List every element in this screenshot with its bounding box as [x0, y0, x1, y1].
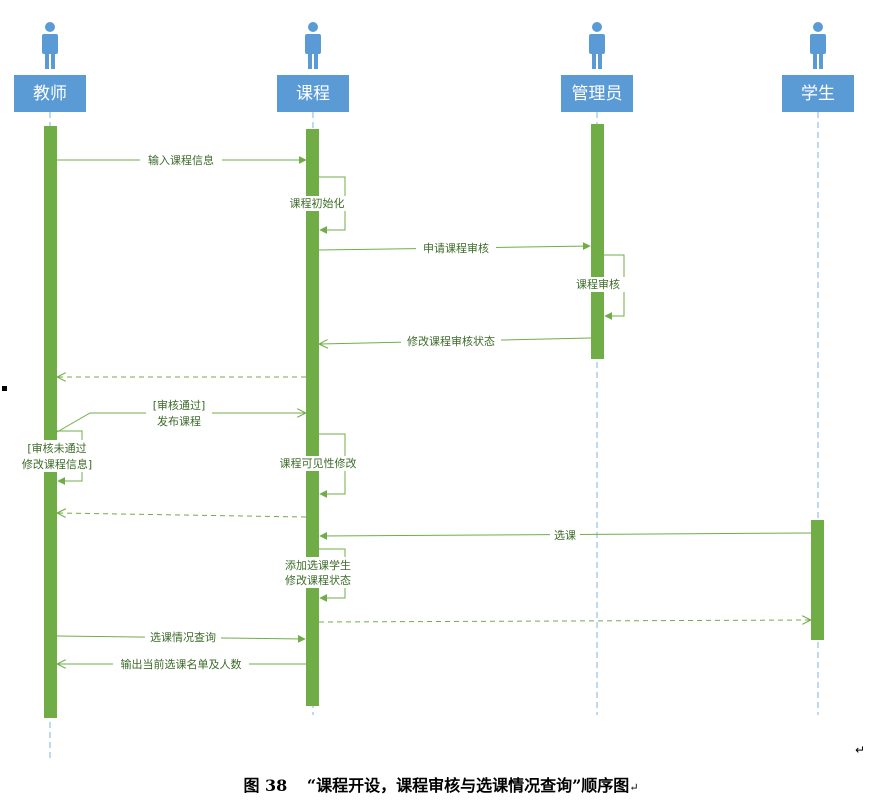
message-label: 课程初始化: [290, 196, 345, 210]
return-arrow: [318, 620, 810, 622]
figure-title: “课程开设，课程审核与选课情况查询”顺序图: [306, 776, 630, 795]
label-bg: [113, 657, 249, 672]
actor-label-course: 课程: [296, 84, 330, 104]
figure-caption: 图 38 “课程开设，课程审核与选课情况查询”顺序图↵: [0, 772, 882, 796]
label-bg: [283, 196, 351, 211]
bullet-marker: [2, 386, 7, 391]
person-icon: [589, 22, 605, 69]
message-label: 修改课程审核状态: [407, 334, 495, 348]
message-label: 课程可见性修改: [280, 456, 357, 470]
label-bg: [146, 398, 212, 428]
message-label: 输入课程信息: [148, 153, 214, 167]
actor-box-student: [782, 75, 854, 112]
paragraph-mark: ↵: [855, 743, 866, 757]
actor-box-admin: [561, 75, 633, 112]
person-icon: [305, 22, 321, 69]
message-arrow: [56, 413, 305, 433]
actor-label-admin: 管理员: [572, 84, 623, 104]
label-bg: [571, 277, 625, 292]
message-label: [审核未通过: [27, 441, 86, 455]
activation-bar-teacher: [44, 126, 57, 718]
message-label: 发布课程: [157, 414, 201, 428]
message-label: 申请课程审核: [423, 241, 489, 255]
message-label: 修改课程状态: [285, 573, 351, 587]
label-bg: [401, 333, 501, 348]
message-label: [审核通过]: [153, 398, 206, 412]
message-label: 选课: [554, 529, 576, 542]
actor-box-teacher: [14, 75, 86, 112]
activation-bar-student: [811, 520, 824, 640]
label-bg: [140, 152, 222, 167]
label-bg: [20, 440, 94, 472]
message-label: 修改课程信息]: [22, 457, 92, 471]
message-label: 课程审核: [576, 277, 620, 291]
label-bg: [145, 629, 221, 644]
label-bg: [280, 557, 356, 588]
activation-bar-admin: [591, 124, 604, 359]
message-label: 添加选课学生: [285, 558, 351, 572]
figure-number: 图 38: [243, 776, 288, 795]
message-label: 输出当前选课名单及人数: [121, 657, 242, 671]
message-label: 选课情况查询: [150, 630, 216, 644]
person-icon: [810, 22, 826, 69]
person-icon: [42, 22, 58, 69]
activation-bar-course: [306, 129, 319, 706]
label-bg: [550, 527, 580, 542]
label-bg: [276, 456, 360, 471]
label-bg: [416, 240, 496, 255]
return-arrow: [58, 513, 307, 517]
actor-box-course: [277, 75, 349, 112]
actor-label-student: 学生: [801, 84, 835, 104]
actor-label-teacher: 教师: [33, 84, 67, 104]
paragraph-mark: ↵: [629, 781, 639, 794]
